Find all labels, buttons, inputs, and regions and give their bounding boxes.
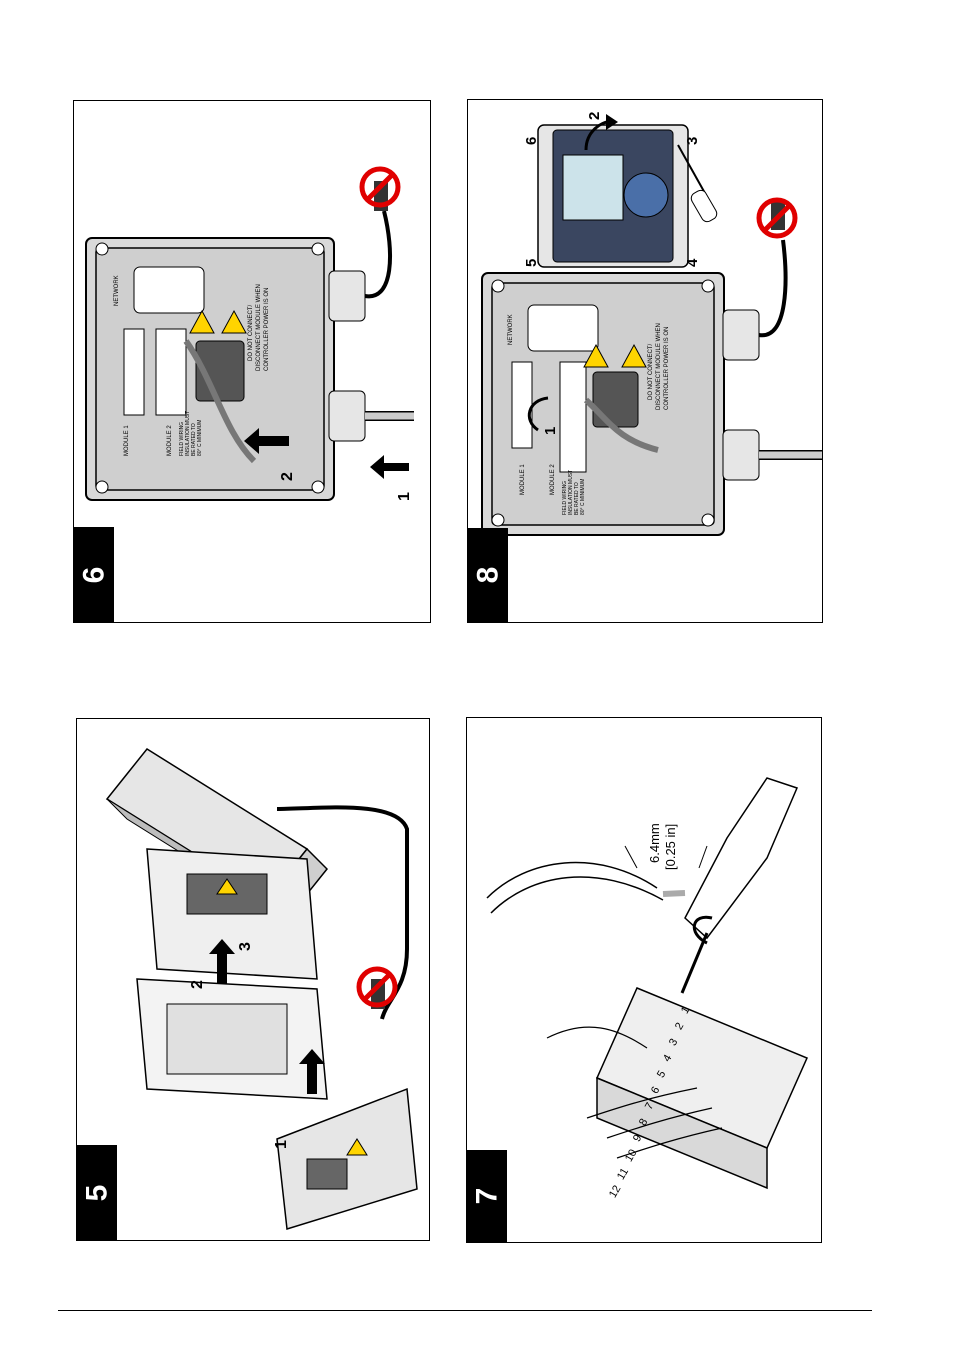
figure-8-illustration bbox=[481, 114, 822, 536]
figure-5-step-number: 5 bbox=[80, 1184, 113, 1201]
figure-7-step-number: 7 bbox=[470, 1187, 503, 1205]
figure-6-module-2-label: MODULE 2 bbox=[167, 425, 173, 456]
figure-8-warning-line-1: DO NOT CONNECT/ bbox=[648, 343, 654, 400]
figure-8-arrow-label-6: 6 bbox=[523, 136, 540, 145]
figure-5-step-tab: 5 bbox=[77, 1145, 117, 1240]
figure-5-illustration bbox=[105, 748, 418, 1230]
figure-8-arrow-label-5: 5 bbox=[523, 258, 540, 267]
figure-8-module-1-label: MODULE 1 bbox=[520, 464, 526, 495]
figure-5-arrow-label-1: 1 bbox=[273, 1140, 290, 1149]
figure-6-network-label: NETWORK bbox=[114, 275, 120, 306]
figure-6-step-tab: 6 bbox=[74, 527, 114, 622]
figure-8-module-2-label: MODULE 2 bbox=[550, 464, 556, 495]
figure-8-arrow-label-1: 1 bbox=[542, 426, 559, 435]
figure-6-warning-line-3: CONTROLLER POWER IS ON bbox=[264, 287, 270, 371]
figure-8-warning-line-3: CONTROLLER POWER IS ON bbox=[664, 326, 670, 410]
figure-8-warning-line-2: DISCONNECT MODULE WHEN bbox=[656, 323, 662, 410]
figure-7-strip-length: 6.4mm bbox=[647, 823, 662, 863]
figure-8-step-tab: 8 bbox=[468, 528, 508, 622]
figure-8-network-label: NETWORK bbox=[508, 314, 514, 345]
figure-6: 1 2 NETWORK MODULE 1 MODULE 2 DO NOT CON… bbox=[73, 100, 431, 623]
figure-5-arrow-label-3: 3 bbox=[237, 942, 254, 951]
figure-8-arrow-label-4: 4 bbox=[684, 258, 701, 267]
figure-7-illustration bbox=[486, 777, 808, 1190]
figure-6-warning-line-2: DISCONNECT MODULE WHEN bbox=[256, 284, 262, 371]
figure-7-strip-length-in: [0.25 in] bbox=[663, 823, 678, 870]
figure-6-warning-line-1: DO NOT CONNECT/ bbox=[248, 304, 254, 361]
figure-6-step-number: 6 bbox=[77, 566, 110, 583]
figure-6-arrow-label-2: 2 bbox=[279, 472, 296, 481]
figure-7: 6.4mm [0.25 in] 1 2 3 4 5 6 7 8 9 10 11 … bbox=[466, 717, 822, 1243]
figure-6-field-wiring-line-4: 80° C MINIMUM bbox=[197, 419, 203, 456]
figure-8-arrow-label-3: 3 bbox=[684, 136, 701, 145]
figure-6-module-1-label: MODULE 1 bbox=[124, 425, 130, 456]
figure-8-step-number: 8 bbox=[471, 566, 504, 584]
figure-8-field-wiring-line-4: 80° C MINIMUM bbox=[580, 478, 586, 515]
footer-rule bbox=[58, 1310, 872, 1311]
figure-8: 2 3 4 5 6 1 NETWORK MODULE 1 MODULE 2 DO… bbox=[467, 99, 823, 623]
figure-5-arrow-label-2: 2 bbox=[189, 980, 206, 989]
figure-6-illustration bbox=[85, 166, 414, 501]
figure-5: 1 2 3 5 bbox=[76, 718, 430, 1241]
figure-8-arrow-label-2: 2 bbox=[586, 111, 603, 120]
figure-7-step-tab: 7 bbox=[467, 1150, 507, 1242]
figure-6-arrow-label-1: 1 bbox=[396, 492, 413, 501]
